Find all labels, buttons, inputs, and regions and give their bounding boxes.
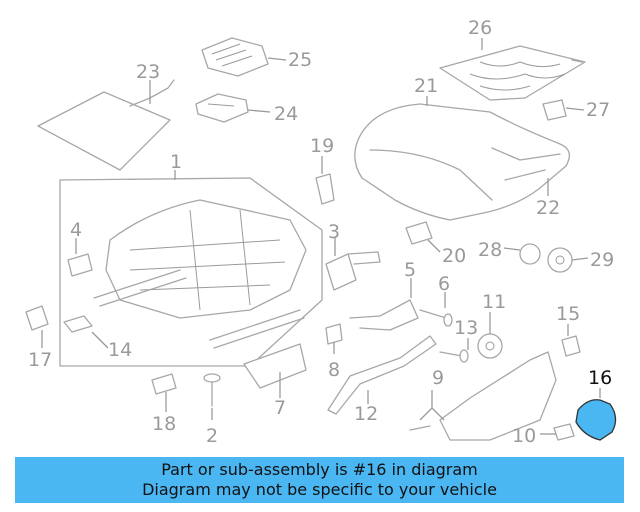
part-8-clip bbox=[325, 323, 343, 345]
callout-5: 5 bbox=[404, 259, 416, 281]
part-20-cap bbox=[405, 221, 433, 245]
part-3-motor bbox=[325, 251, 381, 291]
part-16-cover-highlighted bbox=[575, 399, 617, 441]
part-12-cable bbox=[327, 335, 437, 415]
part-1-seat-frame bbox=[59, 177, 323, 367]
part-15-clip bbox=[561, 335, 581, 357]
callout-17: 17 bbox=[28, 349, 52, 371]
banner-line-2: Diagram may not be specific to your vehi… bbox=[142, 480, 497, 499]
callout-labels: 1 2 3 4 5 6 7 8 9 10 11 12 13 14 15 16 1… bbox=[28, 17, 614, 447]
callout-1: 1 bbox=[170, 151, 182, 173]
part-17-clip bbox=[25, 305, 49, 331]
callout-23: 23 bbox=[136, 61, 160, 83]
part-9-side-shield bbox=[409, 351, 557, 441]
callout-15: 15 bbox=[556, 303, 580, 325]
callout-13: 13 bbox=[454, 317, 478, 339]
callout-2: 2 bbox=[206, 425, 218, 447]
callout-4: 4 bbox=[70, 219, 82, 241]
callout-28: 28 bbox=[478, 239, 502, 261]
part-26-heater-mat bbox=[439, 45, 586, 101]
callout-19: 19 bbox=[310, 135, 334, 157]
callout-20: 20 bbox=[442, 245, 466, 267]
part-11-recliner bbox=[477, 333, 503, 359]
callout-16: 16 bbox=[588, 367, 612, 389]
callout-3: 3 bbox=[328, 221, 340, 243]
part-29-knob bbox=[547, 247, 573, 273]
callout-10: 10 bbox=[512, 425, 536, 447]
callout-7: 7 bbox=[274, 397, 286, 419]
callout-8: 8 bbox=[328, 359, 340, 381]
part-24-control-module bbox=[195, 93, 249, 123]
callout-27: 27 bbox=[586, 99, 610, 121]
info-banner: Part or sub-assembly is #16 in diagram D… bbox=[15, 457, 624, 503]
part-5-bracket bbox=[349, 299, 419, 331]
part-18-clip bbox=[151, 373, 177, 395]
callout-18: 18 bbox=[152, 413, 176, 435]
part-19-bracket bbox=[315, 173, 335, 205]
part-25-module bbox=[201, 37, 269, 77]
callout-6: 6 bbox=[438, 273, 450, 295]
part-10-clip bbox=[553, 423, 575, 441]
part-23-sensor-mat bbox=[37, 79, 175, 171]
callout-9: 9 bbox=[432, 367, 444, 389]
callout-12: 12 bbox=[354, 403, 378, 425]
part-21-seat-cushion bbox=[354, 103, 571, 221]
callout-14: 14 bbox=[108, 339, 132, 361]
callout-11: 11 bbox=[482, 291, 506, 313]
part-28-knob bbox=[519, 243, 541, 265]
part-2-bolt bbox=[203, 373, 221, 407]
callout-29: 29 bbox=[590, 249, 614, 271]
banner-line-1: Part or sub-assembly is #16 in diagram bbox=[161, 460, 478, 479]
part-4-bracket bbox=[67, 253, 93, 277]
callout-24: 24 bbox=[274, 103, 298, 125]
part-14-trim bbox=[63, 315, 93, 333]
callout-25: 25 bbox=[288, 49, 312, 71]
callout-26: 26 bbox=[468, 17, 492, 39]
part-27-connector bbox=[542, 99, 567, 121]
callout-21: 21 bbox=[414, 75, 438, 97]
callout-22: 22 bbox=[536, 197, 560, 219]
leader-lines bbox=[41, 38, 601, 435]
part-7-trim bbox=[243, 343, 307, 389]
part-13-bolt bbox=[439, 349, 469, 363]
part-6-bolt bbox=[419, 309, 453, 327]
